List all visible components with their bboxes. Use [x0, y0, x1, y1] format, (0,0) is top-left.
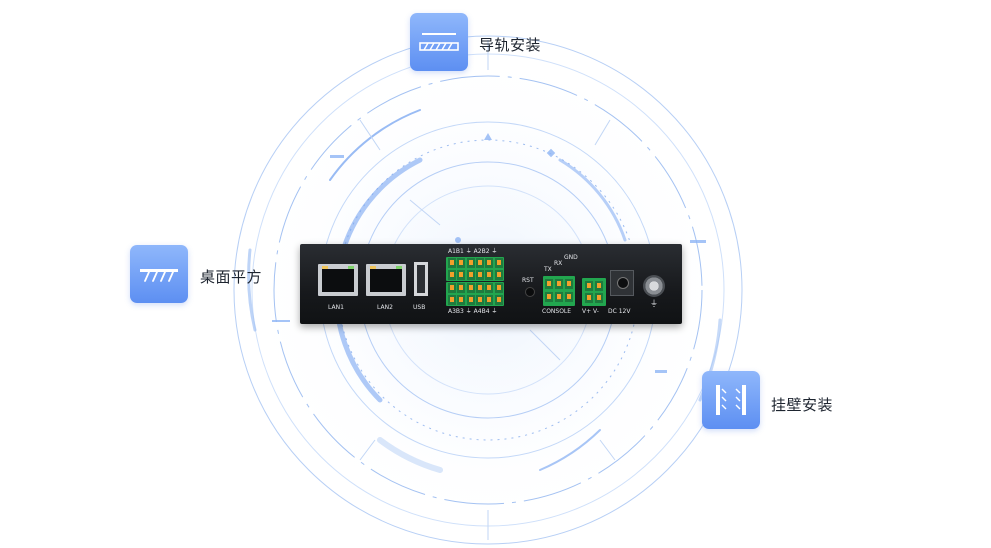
usb-port: [414, 262, 428, 296]
terminal-cell: [555, 279, 563, 289]
terminal-cell: [448, 295, 456, 305]
terminal-cell: [457, 270, 466, 280]
wall-mount-label: 挂壁安装: [771, 396, 834, 414]
lan2-label: LAN2: [377, 304, 393, 311]
terminal-cell: [466, 270, 475, 280]
terminal-cell: [585, 281, 593, 291]
terminal-cell: [448, 258, 456, 268]
terminal-cell: [475, 258, 484, 268]
gateway-device-front-panel: LAN1 LAN2 USB A1B1 ⏚ A2B2 ⏚ A3B3 ⏚ A4B4 …: [300, 244, 682, 324]
terminal-cell: [565, 279, 573, 289]
usb-label: USB: [413, 304, 426, 311]
terminal-cell: [457, 283, 466, 293]
terminal-cell: [475, 283, 484, 293]
ground-screw-icon: [643, 275, 665, 297]
rst-label: RST: [522, 277, 534, 284]
terminal-cell: [585, 293, 593, 303]
terminal-cell: [466, 258, 475, 268]
power-terminal: [582, 278, 606, 306]
dc-power-label: DC 12V: [608, 308, 631, 315]
io-top-label: A1B1 ⏚ A2B2 ⏚: [448, 248, 498, 255]
terminal-cell: [475, 295, 484, 305]
io-terminal-top: [446, 257, 504, 281]
console-label: CONSOLE: [542, 308, 572, 315]
lan2-port: [366, 264, 406, 296]
terminal-cell: [595, 293, 603, 303]
terminal-cell: [448, 270, 456, 280]
terminal-cell: [457, 295, 466, 305]
terminal-cell: [545, 279, 553, 289]
io-bottom-label: A3B3 ⏚ A4B4 ⏚: [448, 308, 498, 315]
console-pin-tx: TX: [544, 266, 552, 273]
din-rail-icon: [410, 13, 468, 71]
console-terminal: [543, 276, 575, 306]
terminal-cell: [485, 258, 494, 268]
terminal-cell: [565, 292, 573, 302]
terminal-cell: [595, 281, 603, 291]
lan1-label: LAN1: [328, 304, 344, 311]
reset-button: [525, 287, 535, 297]
terminal-cell: [466, 283, 475, 293]
ground-symbol-icon: ⏚: [650, 299, 658, 308]
power-pins-label: V+ V-: [582, 308, 599, 315]
terminal-cell: [485, 270, 494, 280]
terminal-cell: [485, 295, 494, 305]
terminal-cell: [494, 258, 503, 268]
lan1-port: [318, 264, 358, 296]
console-pin-rx: RX: [554, 260, 563, 267]
desktop-flat-icon: [130, 245, 188, 303]
terminal-cell: [485, 283, 494, 293]
dc-power-jack: [610, 270, 634, 296]
terminal-cell: [457, 258, 466, 268]
terminal-cell: [494, 270, 503, 280]
desktop-flat-label: 桌面平方: [200, 268, 263, 286]
console-pin-gnd: GND: [564, 254, 578, 261]
terminal-cell: [466, 295, 475, 305]
terminal-cell: [494, 295, 503, 305]
din-rail-label: 导轨安装: [479, 36, 542, 54]
terminal-cell: [475, 270, 484, 280]
io-terminal-bottom: [446, 282, 504, 306]
terminal-cell: [555, 292, 563, 302]
terminal-cell: [448, 283, 456, 293]
terminal-cell: [545, 292, 553, 302]
terminal-cell: [494, 283, 503, 293]
wall-mount-icon: [702, 371, 760, 429]
